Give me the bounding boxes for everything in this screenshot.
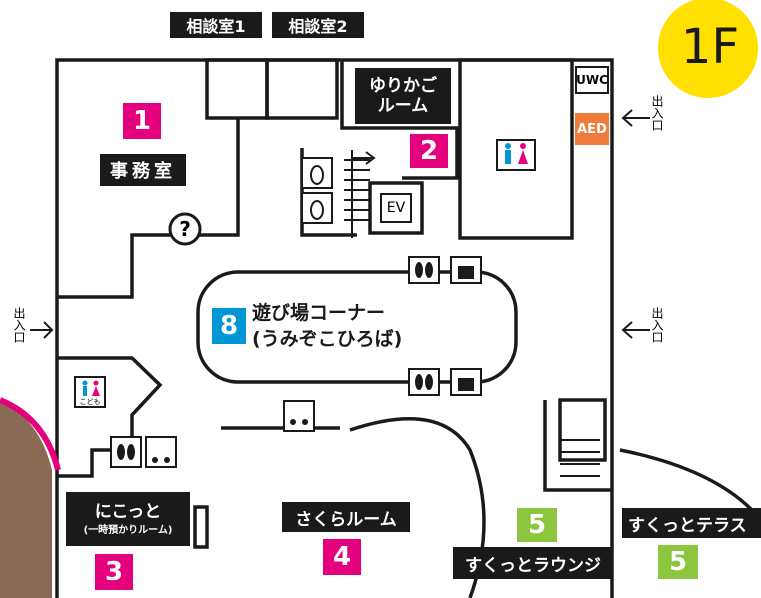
room-number-4: 4 [323, 539, 361, 575]
kids-toilet-icon [74, 376, 106, 408]
ev-label: EV [380, 193, 412, 223]
sakura-room-label: さくらルーム [282, 502, 410, 532]
nikotto-label: にこっと (一時預かりルーム) [66, 492, 190, 546]
toilet-block-wall [458, 58, 574, 240]
consult-room-1-label: 相談室1 [170, 12, 262, 38]
play-area-label: 遊び場コーナー (うみぞこひろば) [252, 300, 452, 352]
nikotto-name: にこっと [94, 502, 162, 523]
nikotto-sub: (一時預かりルーム) [83, 524, 173, 536]
room-number-2: 2 [410, 134, 448, 168]
cradle-room-line2: ルーム [377, 96, 429, 116]
entrance-label-left: 出入口 [12, 307, 26, 343]
cradle-room-line1: ゆりかご [369, 75, 437, 96]
entrance-arrow-right [621, 109, 650, 127]
entrance-label-right-mid: 出入口 [650, 307, 664, 343]
info-icon [168, 212, 202, 246]
stair-wall [340, 60, 459, 180]
entrance-arrow-right-2 [621, 321, 650, 339]
floor-badge [658, 0, 758, 98]
nikotto-wall [57, 356, 163, 437]
room-number-8: 8 [212, 308, 246, 344]
shoes-icon [408, 256, 440, 284]
room-number-5-terrace: 5 [658, 545, 698, 579]
consult-room-2-wall [265, 58, 339, 120]
entrance-arrow-left [30, 321, 54, 339]
floor-label: 1F [680, 19, 740, 75]
consult-room-2-label: 相談室2 [272, 12, 364, 38]
entrance-label-right-top: 出入口 [650, 95, 664, 131]
stroller-icon [145, 436, 177, 468]
photo-fragment [0, 400, 52, 598]
play-area-name: 遊び場コーナー [252, 302, 386, 324]
aed-sign: AED [575, 113, 609, 145]
sukutto-terrace-label: すくっとテラス [622, 508, 761, 538]
office-label: 事務室 [100, 154, 186, 186]
ev-box [368, 181, 424, 235]
office-wall [57, 118, 240, 299]
shoes-icon [110, 436, 142, 468]
shoes-icon [408, 368, 440, 396]
sukutto-lounge-label: すくっとラウンジ [453, 547, 613, 579]
info-text: ? [179, 217, 191, 241]
toilet-figures [505, 143, 528, 164]
room-number-3: 3 [95, 554, 133, 590]
room-number-5-lounge: 5 [517, 508, 557, 542]
cradle-room-label: ゆりかご ルーム [355, 68, 451, 124]
stroller-icon [283, 400, 315, 432]
toilet-icon [496, 139, 536, 171]
room-number-1: 1 [123, 103, 161, 139]
play-area-subname: (うみぞこひろば) [252, 328, 403, 350]
play-area-loop [196, 270, 518, 384]
kids-toilet-caption: こども [79, 398, 101, 406]
uwc-sign: UWC [575, 66, 609, 94]
consult-room-1-wall [205, 58, 269, 120]
